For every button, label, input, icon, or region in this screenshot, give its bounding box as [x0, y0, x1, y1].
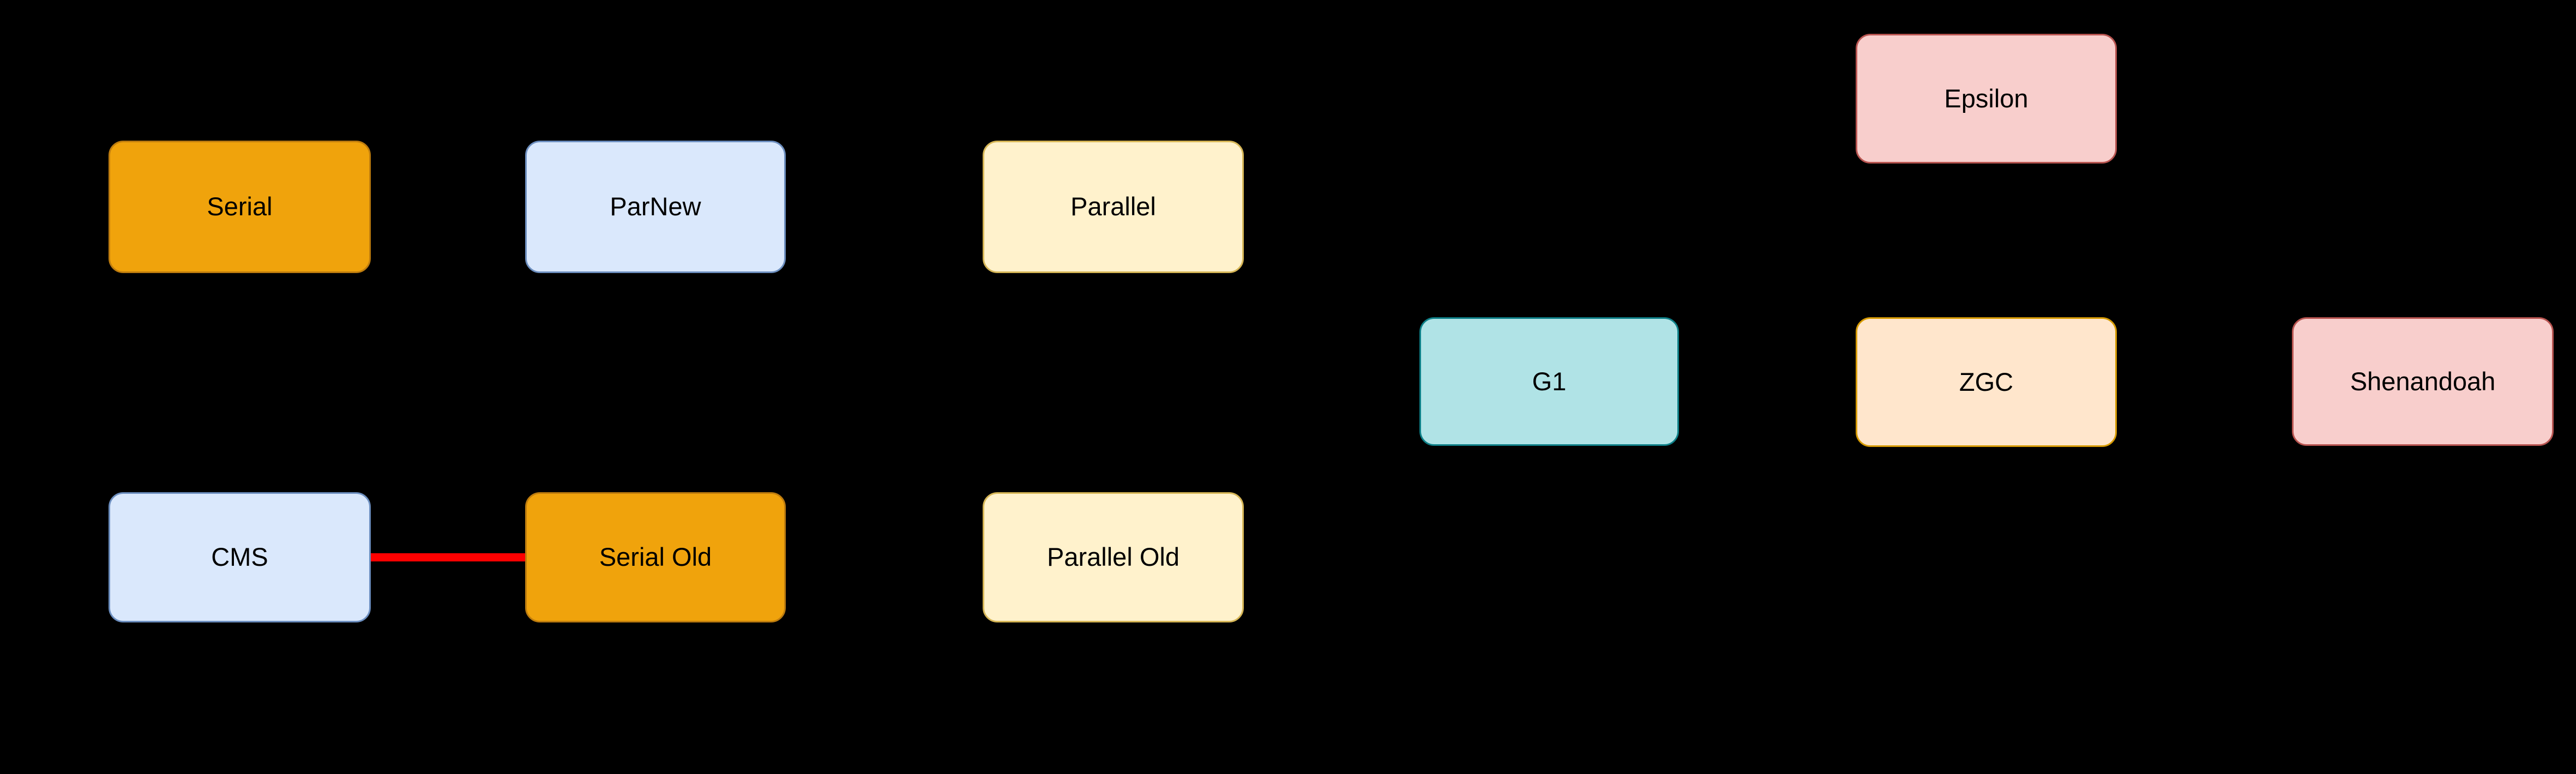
node-cms: CMS — [109, 492, 371, 622]
node-g1: G1 — [1419, 317, 1679, 446]
node-label: Serial — [207, 192, 273, 221]
node-label: ZGC — [1959, 367, 2014, 396]
node-zgc: ZGC — [1856, 317, 2117, 447]
node-label: Shenandoah — [2350, 366, 2496, 396]
node-parallel-old: Parallel Old — [983, 492, 1244, 622]
node-label: G1 — [1532, 366, 1567, 396]
node-parnew: ParNew — [525, 141, 786, 273]
node-serial: Serial — [109, 141, 371, 273]
node-label: ParNew — [610, 192, 701, 221]
node-label: Parallel Old — [1047, 542, 1179, 572]
node-serial-old: Serial Old — [525, 492, 786, 622]
edge-cms-serial-old — [371, 553, 525, 561]
node-label: CMS — [211, 542, 268, 572]
node-parallel: Parallel — [983, 141, 1244, 273]
node-label: Serial Old — [599, 542, 712, 572]
node-label: Epsilon — [1944, 83, 2029, 113]
node-shenandoah: Shenandoah — [2292, 317, 2554, 446]
node-epsilon: Epsilon — [1856, 34, 2117, 164]
node-label: Parallel — [1070, 192, 1156, 221]
